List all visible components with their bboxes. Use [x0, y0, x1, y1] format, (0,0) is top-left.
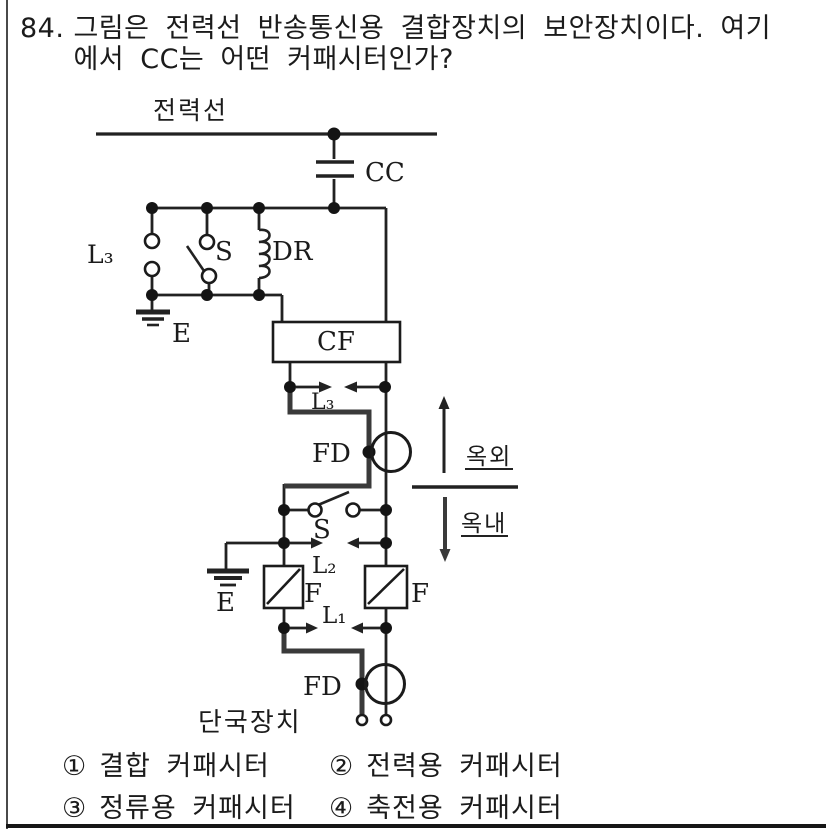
e-mid-label: E [216, 588, 235, 618]
cf-label: CF [317, 327, 355, 357]
output-terminal-icon [379, 713, 393, 727]
option-3-label: 정류용 커패시터 [99, 793, 296, 824]
option-4[interactable]: ④ 축전용 커패시터 [329, 794, 563, 824]
question-text: 그림은 전력선 반송통신용 결합장치의 보안장치이다. 여기 에서 CC는 어떤… [73, 13, 788, 75]
power-line-label: 전력선 [153, 96, 228, 125]
question-line1: 그림은 전력선 반송통신용 결합장치의 보안장치이다. 여기 [73, 13, 772, 44]
option-3[interactable]: ③ 정류용 커패시터 [62, 794, 296, 824]
s-mid-label: S [313, 515, 331, 545]
boundary-annotation [412, 406, 518, 550]
boundary-arrowheads [438, 396, 451, 562]
fd-bottom-label: FD [303, 672, 342, 702]
switch-terminal-icon [200, 267, 218, 285]
cc-label: CC [365, 158, 405, 188]
gap-terminal-icon [143, 260, 161, 278]
switch-terminal-icon [307, 502, 323, 518]
page-bottom-border [6, 824, 826, 828]
fd-coil-icon-top [370, 431, 412, 473]
cf-filter-box [271, 320, 402, 364]
fuse-boxes [262, 564, 409, 610]
l3-left-label: L₃ [87, 240, 114, 269]
outdoor-label: 옥외 [466, 444, 512, 470]
switch-terminal-icon [198, 233, 216, 251]
f-left-label: F [304, 579, 322, 609]
option-1-number: ① [62, 751, 87, 782]
terminal-device-label: 단국장치 [198, 708, 302, 738]
s-top-label: S [215, 237, 233, 267]
option-4-number: ④ [329, 793, 354, 824]
option-2-label: 전력용 커패시터 [366, 751, 563, 782]
horn-gap-arrows [306, 381, 363, 634]
fd-coil-icon-bottom [364, 663, 406, 705]
dr-label: DR [272, 237, 314, 267]
coil-icon [258, 228, 271, 280]
e-top-label: E [172, 319, 191, 349]
switch-blade-icon [185, 245, 206, 272]
page-left-border [6, 0, 8, 829]
capacitor-plates-icon [316, 160, 354, 178]
option-4-label: 축전용 커패시터 [366, 793, 563, 824]
l1-label: L₁ [322, 603, 347, 629]
fd-coils [364, 431, 412, 705]
option-2-number: ② [329, 751, 354, 782]
question-number: 84. [20, 13, 65, 44]
switch-terminal-icon [345, 502, 361, 518]
output-terminal-icon [355, 713, 369, 727]
switch-blade-icon-mid [317, 490, 350, 507]
l3-mid-label: L₃ [311, 390, 334, 415]
option-3-number: ③ [62, 793, 87, 824]
fd-top-label: FD [312, 439, 351, 469]
l2-label: L₂ [312, 553, 337, 579]
question-line2: 에서 CC는 어떤 커패시터인가? [73, 44, 454, 75]
contact-circles [143, 232, 393, 727]
question-block: 84. 그림은 전력선 반송통신용 결합장치의 보안장치이다. 여기 에서 CC… [20, 13, 788, 75]
f-right-label: F [411, 579, 429, 609]
gap-terminal-icon [143, 232, 161, 250]
option-2[interactable]: ② 전력용 커패시터 [329, 752, 563, 782]
indoor-label: 옥내 [461, 511, 507, 537]
option-1-label: 결합 커패시터 [99, 751, 270, 782]
option-1[interactable]: ① 결합 커패시터 [62, 752, 270, 782]
